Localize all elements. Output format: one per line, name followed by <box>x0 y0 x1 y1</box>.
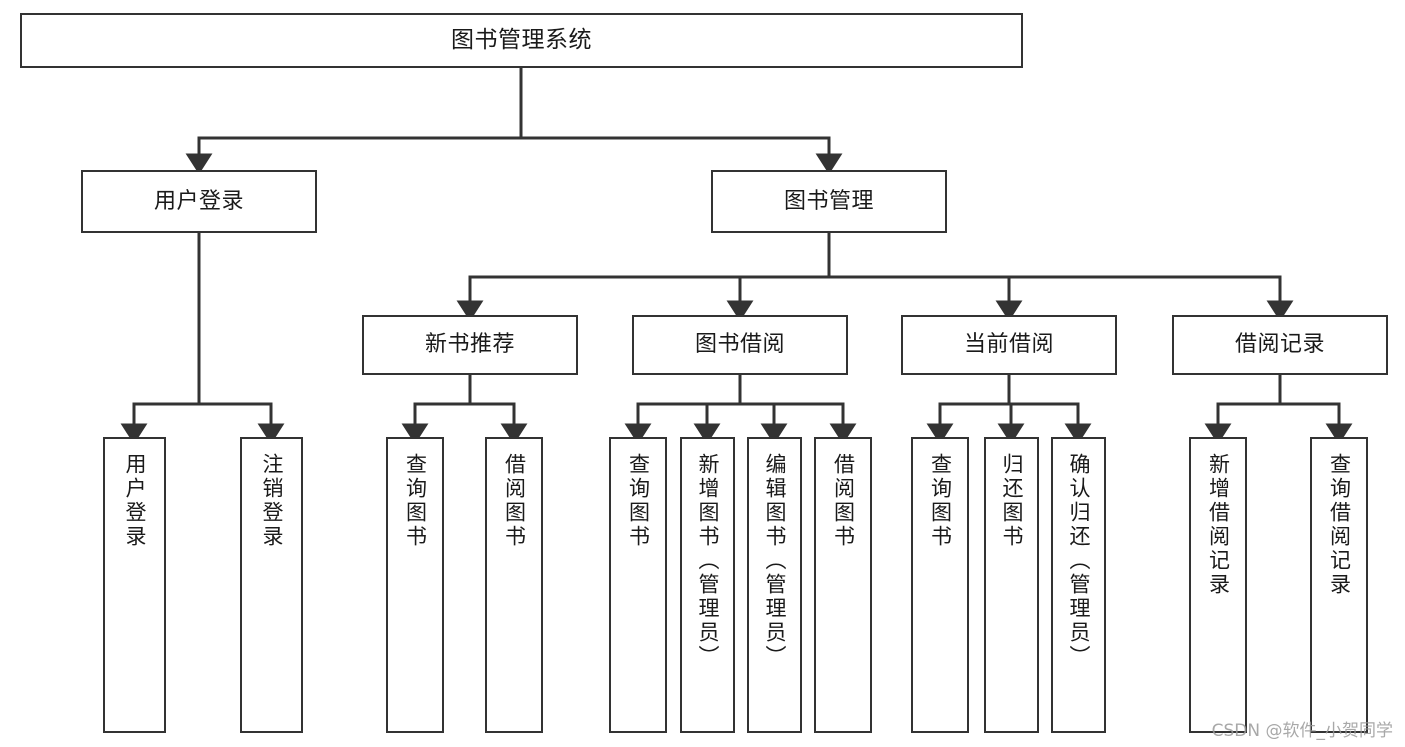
node-current-borrow[interactable]: 当前借阅 <box>901 315 1117 375</box>
node-label: 新书推荐 <box>424 332 515 358</box>
node-label: 新增借阅记录 <box>1206 453 1231 597</box>
node-label: 用户登录 <box>153 188 244 214</box>
node-label: 新增图书（管理员） <box>696 453 720 669</box>
node-book-borrow[interactable]: 图书借阅 <box>632 315 848 375</box>
node-leaf-query-book-3[interactable]: 查询图书 <box>911 437 969 733</box>
node-book-management[interactable]: 图书管理 <box>711 170 947 233</box>
node-leaf-borrow-book-2[interactable]: 借阅图书 <box>814 437 872 733</box>
node-label: 查询图书 <box>928 453 953 549</box>
node-leaf-add-borrow-record[interactable]: 新增借阅记录 <box>1189 437 1247 733</box>
node-label: 确认归还（管理员） <box>1067 453 1091 669</box>
node-leaf-query-borrow-record[interactable]: 查询借阅记录 <box>1310 437 1368 733</box>
node-label: 查询图书 <box>626 453 651 549</box>
node-label: 注销登录 <box>260 453 284 549</box>
node-leaf-query-book-1[interactable]: 查询图书 <box>386 437 444 733</box>
node-leaf-user-logout[interactable]: 注销登录 <box>240 437 303 733</box>
node-label: 借阅图书 <box>502 453 527 549</box>
node-label: 编辑图书（管理员） <box>763 453 787 669</box>
node-label: 用户登录 <box>123 453 147 549</box>
node-label: 归还图书 <box>1000 453 1024 549</box>
node-leaf-edit-book[interactable]: 编辑图书（管理员） <box>747 437 802 733</box>
node-label: 图书管理系统 <box>451 26 592 53</box>
node-label: 查询借阅记录 <box>1327 453 1352 597</box>
watermark-text: CSDN @软件_小贺同学 <box>1211 721 1393 741</box>
node-label: 图书管理 <box>783 188 874 214</box>
node-user-login[interactable]: 用户登录 <box>81 170 317 233</box>
node-leaf-return-book[interactable]: 归还图书 <box>984 437 1039 733</box>
node-leaf-confirm-return[interactable]: 确认归还（管理员） <box>1051 437 1106 733</box>
node-label: 当前借阅 <box>963 332 1054 358</box>
node-root-system[interactable]: 图书管理系统 <box>20 13 1023 68</box>
node-label: 借阅图书 <box>831 453 856 549</box>
node-leaf-query-book-2[interactable]: 查询图书 <box>609 437 667 733</box>
node-leaf-add-book[interactable]: 新增图书（管理员） <box>680 437 735 733</box>
node-label: 图书借阅 <box>694 332 785 358</box>
node-leaf-borrow-book-1[interactable]: 借阅图书 <box>485 437 543 733</box>
node-label: 查询图书 <box>403 453 428 549</box>
node-leaf-user-login[interactable]: 用户登录 <box>103 437 166 733</box>
node-borrow-records[interactable]: 借阅记录 <box>1172 315 1388 375</box>
node-new-book-recommend[interactable]: 新书推荐 <box>362 315 578 375</box>
node-label: 借阅记录 <box>1234 332 1325 358</box>
